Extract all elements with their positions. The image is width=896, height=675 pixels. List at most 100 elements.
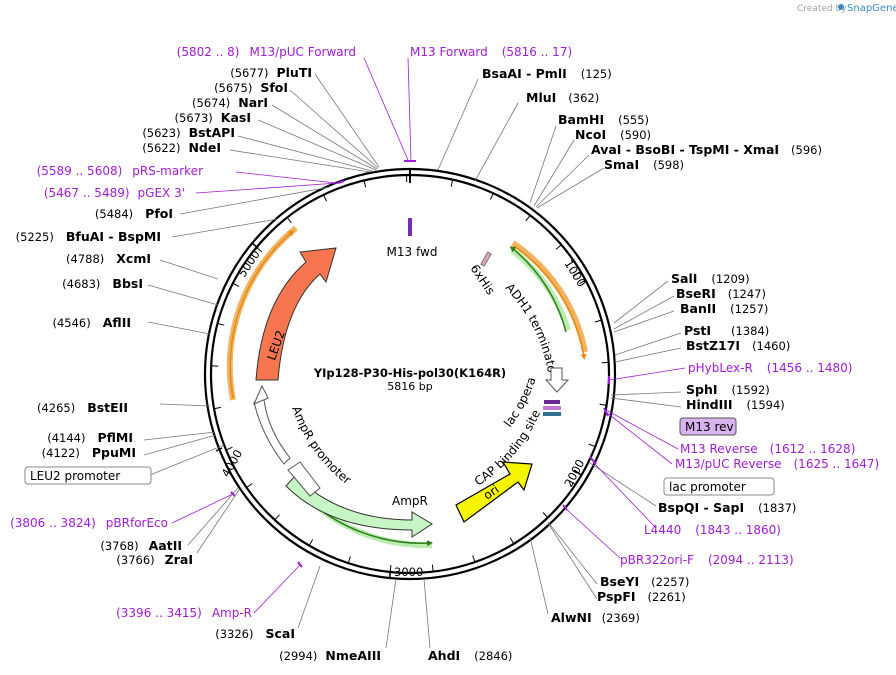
bsaai-pmli-label: BsaAI - PmlI(125) [482, 66, 612, 81]
bstz17i-label: BstZ17I(1460) [686, 338, 790, 353]
nari-label: (5674)NarI [192, 95, 268, 110]
enzyme-labels-left: (2994)NmeAIII (3326)ScaI (3766)ZraI (376… [16, 65, 381, 663]
bsteii-label: (4265)BstEII [37, 400, 128, 415]
minor-ticks [211, 174, 609, 573]
m13-reverse-label: M13 Reverse(1612 .. 1628) [680, 442, 855, 456]
minor-tick [308, 539, 314, 546]
lac-promoter-label: lac promoter [669, 480, 746, 494]
leu2-promoter-label: LEU2 promoter [30, 469, 120, 483]
banii-label: BanII(1257) [680, 301, 768, 316]
minor-tick [569, 480, 576, 486]
plasmid-size: 5816 bp [387, 380, 432, 393]
minor-tick [246, 483, 253, 488]
minor-tick [509, 537, 515, 545]
leu2-promoter-feature [253, 399, 291, 465]
minor-tick [286, 217, 292, 224]
minor-tick [431, 564, 434, 572]
minor-tick [599, 403, 607, 406]
zrai-label: (3766)ZraI [116, 552, 193, 567]
minor-tick [225, 446, 233, 451]
ahdi-label: AhdI(2846) [428, 648, 512, 663]
m13-rev-label: M13 rev [685, 420, 734, 434]
leu2-orange-arrow [229, 230, 295, 399]
m13-forward-label: M13 Forward(5816 .. 17) [410, 45, 572, 59]
minor-tick [389, 565, 392, 573]
primer-labels: (5802 .. 8)M13/pUC Forward M13 Forward(5… [10, 45, 879, 620]
bamhi-label: BamHI(555) [558, 112, 649, 127]
bseri-label: BseRI(1247) [676, 286, 766, 301]
leu2-arrow [255, 247, 337, 381]
pgex3-label: (5467 .. 5489)pGEX 3' [44, 186, 185, 200]
xcmi-label: (4788)XcmI [66, 251, 151, 266]
ampr-label: AmpR [392, 494, 428, 508]
ppumi-label: (4122)PpuMI [42, 445, 136, 460]
ncoi-label: NcoI(590) [575, 127, 651, 142]
minor-tick [363, 180, 367, 188]
minor-tick [579, 279, 586, 285]
sphi-label: SphI(1592) [686, 382, 770, 397]
tick-5000: 5000 [235, 248, 263, 280]
adh1-terminator-band [511, 240, 588, 353]
minor-tick [323, 194, 328, 202]
minor-tick [232, 282, 240, 287]
bseyi-label: BseYI(2257) [600, 574, 689, 589]
lac-promoter-box [663, 477, 775, 496]
plasmid-name: YIp128-P30-His-pol30(K164R) [313, 366, 506, 380]
minor-tick [594, 319, 602, 323]
prs-marker-label: (5589 .. 5608)pRS-marker [37, 164, 203, 178]
kasi-label: (5673)KasI [175, 110, 251, 125]
tick-3000: 3000 [394, 565, 423, 579]
minor-tick [555, 244, 562, 250]
leu2-promoter-arrowhead [253, 384, 269, 405]
minor-tick [542, 512, 549, 518]
pbrforeco-label: (3806 .. 3824)pBRforEco [10, 516, 168, 530]
psti-label: PstI(1384) [684, 323, 769, 338]
lac-promoter-arrow [544, 367, 570, 393]
m13-fwd-label: M13 fwd [387, 245, 438, 259]
aflii-label: (4546)AflII [53, 315, 132, 330]
sixhis-feature [480, 251, 492, 267]
nmeaiii-label: (2994)NmeAIII [279, 648, 381, 663]
aatii-label: (3768)AatII [100, 538, 182, 553]
bstapi-label: (5623)BstAPI [142, 125, 235, 140]
brand-text: SnapGene [847, 3, 896, 14]
smai-label: SmaI(598) [604, 157, 684, 172]
tick-1000: 1000 [561, 257, 588, 289]
mlui-label: MluI(362) [526, 90, 599, 105]
snapgene-logo-icon [838, 4, 844, 10]
minor-tick [217, 322, 225, 326]
m13-puc-reverse-label: M13/pUC Reverse(1625 .. 1647) [675, 457, 879, 471]
leu2-promoter-box [24, 466, 152, 485]
minor-tick [525, 215, 531, 222]
m13-puc-forward-label: (5802 .. 8)M13/pUC Forward [177, 45, 356, 59]
credit-text: Created by [797, 4, 847, 14]
tick-4000: 4000 [218, 447, 245, 479]
bfuai-bspmi-label: (5225)BfuAI - BspMI [16, 229, 161, 244]
minor-tick [274, 514, 280, 521]
hindiii-label: HindIII(1594) [686, 397, 785, 412]
backbone [203, 167, 617, 581]
scai-label: (3326)ScaI [215, 626, 295, 641]
pfoi-label: (5484)PfoI [95, 206, 173, 221]
avai-group-label: AvaI - BsoBI - TspMI - XmaI(596) [591, 142, 822, 157]
ampr-promoter-arrow [287, 461, 321, 497]
pspfi-label: PspFI(2261) [597, 589, 686, 604]
snapgene-credit: Created by SnapGene [797, 3, 896, 14]
adh1-inner-arrow [509, 246, 567, 333]
cap-site-feature [543, 412, 561, 416]
l4440-label: L4440(1843 .. 1860) [644, 523, 781, 537]
minor-tick [472, 555, 476, 563]
lac-operator-feature [544, 400, 560, 404]
minor-tick [347, 556, 351, 564]
bbsi-label: (4683)BbsI [62, 276, 143, 291]
enzyme-labels-right: BsaAI - PmlI(125) MluI(362) BamHI(555) N… [428, 66, 822, 663]
m13-fwd-feature [408, 218, 412, 236]
pflmi-label: (4144)PflMI [47, 430, 133, 445]
ori-arrow [455, 461, 533, 523]
adh1-terminator-arrow [513, 245, 587, 360]
minor-tick [450, 179, 454, 187]
sixhis-label: 6xHis [468, 262, 498, 297]
amp-r-label: (3396 .. 3415)Amp-R [116, 606, 252, 620]
minor-tick [213, 406, 221, 410]
